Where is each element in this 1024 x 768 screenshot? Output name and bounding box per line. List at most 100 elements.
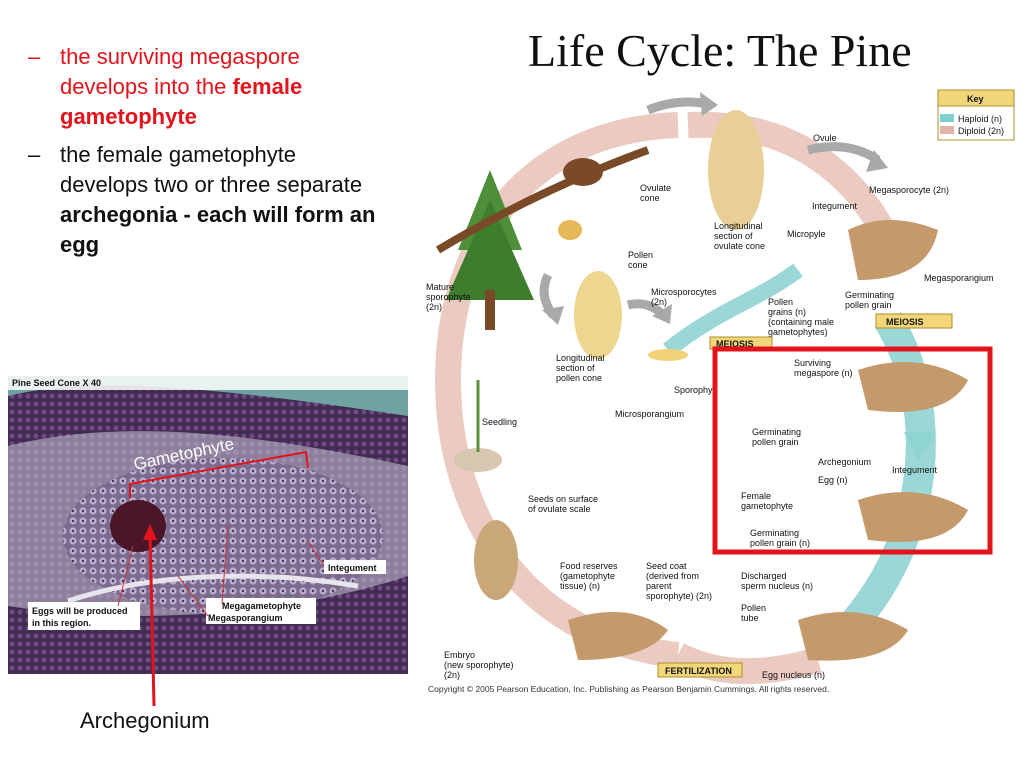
svg-text:sporophyte: sporophyte bbox=[426, 292, 471, 302]
svg-text:gametophyte: gametophyte bbox=[741, 501, 793, 511]
label-pollen-grains: Pollen bbox=[768, 297, 793, 307]
bullet-2: – the female gametophyte develops two or… bbox=[28, 140, 388, 260]
gametophyte-tissue bbox=[63, 458, 383, 614]
svg-text:(2n): (2n) bbox=[426, 302, 442, 312]
svg-text:pollen grain (n): pollen grain (n) bbox=[750, 538, 810, 548]
branch bbox=[435, 146, 650, 254]
membrane-line bbox=[67, 573, 359, 604]
bullet-1: – the surviving megaspore develops into … bbox=[28, 42, 388, 132]
meiosis-label: MEIOSIS bbox=[886, 317, 924, 327]
copyright-text: Copyright © 2005 Pearson Education, Inc.… bbox=[428, 684, 829, 694]
label-germinating-mid: Germinating bbox=[752, 427, 801, 437]
megasporangium-label: Megasporangium bbox=[208, 613, 283, 623]
label-egg-nucleus: Egg nucleus (n) bbox=[762, 670, 825, 680]
seed-scale bbox=[568, 612, 668, 660]
label-long-pollen: Longitudinal bbox=[556, 353, 605, 363]
svg-text:of ovulate scale: of ovulate scale bbox=[528, 504, 591, 514]
svg-text:section of: section of bbox=[714, 231, 753, 241]
label-food-reserves: Food reserves bbox=[560, 561, 618, 571]
label-megasporocyte: Megasporocyte (2n) bbox=[869, 185, 949, 195]
label-megasporangium: Megasporangium bbox=[924, 273, 994, 283]
label-ovulate-cone: Ovulate bbox=[640, 183, 671, 193]
label-pollen-tube: Pollen bbox=[741, 603, 766, 613]
svg-text:sporophyte) (2n): sporophyte) (2n) bbox=[646, 591, 712, 601]
sporophyll-shape bbox=[648, 349, 688, 361]
gametophyte-bracket bbox=[129, 450, 309, 498]
life-cycle-diagram: Key Haploid (n) Diploid (2n) Ovule Ovula… bbox=[426, 89, 1015, 694]
micrograph-title: Pine Seed Cone X 40 bbox=[12, 378, 101, 388]
svg-text:pollen grain: pollen grain bbox=[845, 300, 892, 310]
svg-text:(2n): (2n) bbox=[444, 670, 460, 680]
svg-text:pollen grain: pollen grain bbox=[752, 437, 799, 447]
svg-text:tube: tube bbox=[741, 613, 759, 623]
bullet-list: – the surviving megaspore develops into … bbox=[28, 42, 388, 268]
svg-text:tissue) (n): tissue) (n) bbox=[560, 581, 600, 591]
meiosis-box bbox=[875, 313, 953, 329]
svg-text:parent: parent bbox=[646, 581, 672, 591]
diploid-swatch bbox=[940, 126, 954, 134]
label-pollen-cone: Pollen bbox=[628, 250, 653, 260]
label-archegonium: Archegonium bbox=[818, 457, 871, 467]
key-title: Key bbox=[967, 94, 984, 104]
integument-label: Integument bbox=[328, 563, 377, 573]
archegonium-arrow bbox=[143, 524, 157, 707]
arrow-icon bbox=[866, 150, 888, 172]
svg-text:(2n): (2n) bbox=[651, 297, 667, 307]
haploid-cycle-arc bbox=[827, 312, 936, 651]
label-seeds-surface: Seeds on surface bbox=[528, 494, 598, 504]
label-surviving-megaspore: Surviving bbox=[794, 358, 831, 368]
seedling-soil bbox=[454, 448, 502, 472]
label-seedling: Seedling bbox=[482, 417, 517, 427]
label-egg: Egg (n) bbox=[818, 475, 848, 485]
bullet-dash: – bbox=[28, 44, 41, 69]
highlight-box bbox=[712, 346, 993, 555]
fertilization-label: FERTILIZATION bbox=[665, 666, 732, 676]
bullet-bold-text: female gametophyte bbox=[60, 74, 303, 129]
megaspore-scale bbox=[858, 362, 968, 412]
micrograph-image: Pine Seed Cone X 40 Gametophyte Integume… bbox=[8, 376, 408, 674]
gametophyte-scale bbox=[858, 492, 968, 542]
fertilization-scale bbox=[798, 612, 908, 661]
eggs-note-line2: in this region. bbox=[32, 618, 91, 628]
svg-text:(new sporophyte): (new sporophyte) bbox=[444, 660, 514, 670]
label-long-ovulate: Longitudinal bbox=[714, 221, 763, 231]
meiosis-label-2: MEIOSIS bbox=[716, 339, 754, 349]
svg-text:megaspore (n): megaspore (n) bbox=[794, 368, 853, 378]
svg-text:section of: section of bbox=[556, 363, 595, 373]
key-box bbox=[937, 105, 1015, 141]
svg-text:(containing male: (containing male bbox=[768, 317, 834, 327]
arrow-icon bbox=[652, 304, 672, 324]
arrow-icon bbox=[904, 432, 936, 460]
megagametophyte-label: Megagametophyte bbox=[222, 601, 301, 611]
label-microsporocytes: Microsporocytes bbox=[651, 287, 717, 297]
haploid-swatch bbox=[940, 114, 954, 122]
label-microsporangium: Microsporangium bbox=[615, 409, 684, 419]
label-female-gametophyte: Female bbox=[741, 491, 771, 501]
slide-title: Life Cycle: The Pine bbox=[528, 25, 912, 76]
label-seed-coat: Seed coat bbox=[646, 561, 687, 571]
ovulate-cone-section bbox=[708, 110, 764, 230]
bullet-bold-text: archegonia - each will form an egg bbox=[60, 202, 376, 257]
svg-text:cone: cone bbox=[628, 260, 648, 270]
archegonium-caption: Archegonium bbox=[80, 708, 210, 733]
svg-text:(derived from: (derived from bbox=[646, 571, 699, 581]
seed-icon bbox=[474, 520, 518, 600]
bullet-text: the female gametophyte develops two or t… bbox=[60, 142, 363, 197]
haploid-label: Haploid (n) bbox=[958, 114, 1002, 124]
label-integument: Integument bbox=[812, 201, 858, 211]
label-germinating-low: Germinating bbox=[750, 528, 799, 538]
diploid-cycle-arc bbox=[434, 112, 680, 668]
fertilization-box bbox=[657, 662, 743, 678]
svg-text:cone: cone bbox=[640, 193, 660, 203]
diploid-label: Diploid (2n) bbox=[958, 126, 1004, 136]
svg-text:(gametophyte: (gametophyte bbox=[560, 571, 615, 581]
arrow-icon bbox=[700, 92, 718, 116]
label-sporophyll: Sporophyll bbox=[674, 385, 717, 395]
haploid-pollen-arc bbox=[663, 263, 803, 357]
label-mature-sporophyte: Mature bbox=[426, 282, 454, 292]
arrow-icon bbox=[542, 306, 564, 325]
label-embryo: Embryo bbox=[444, 650, 475, 660]
label-integument-2: Integument bbox=[892, 465, 938, 475]
label-ovule: Ovule bbox=[813, 133, 837, 143]
label-germinating-top: Germinating bbox=[845, 290, 894, 300]
